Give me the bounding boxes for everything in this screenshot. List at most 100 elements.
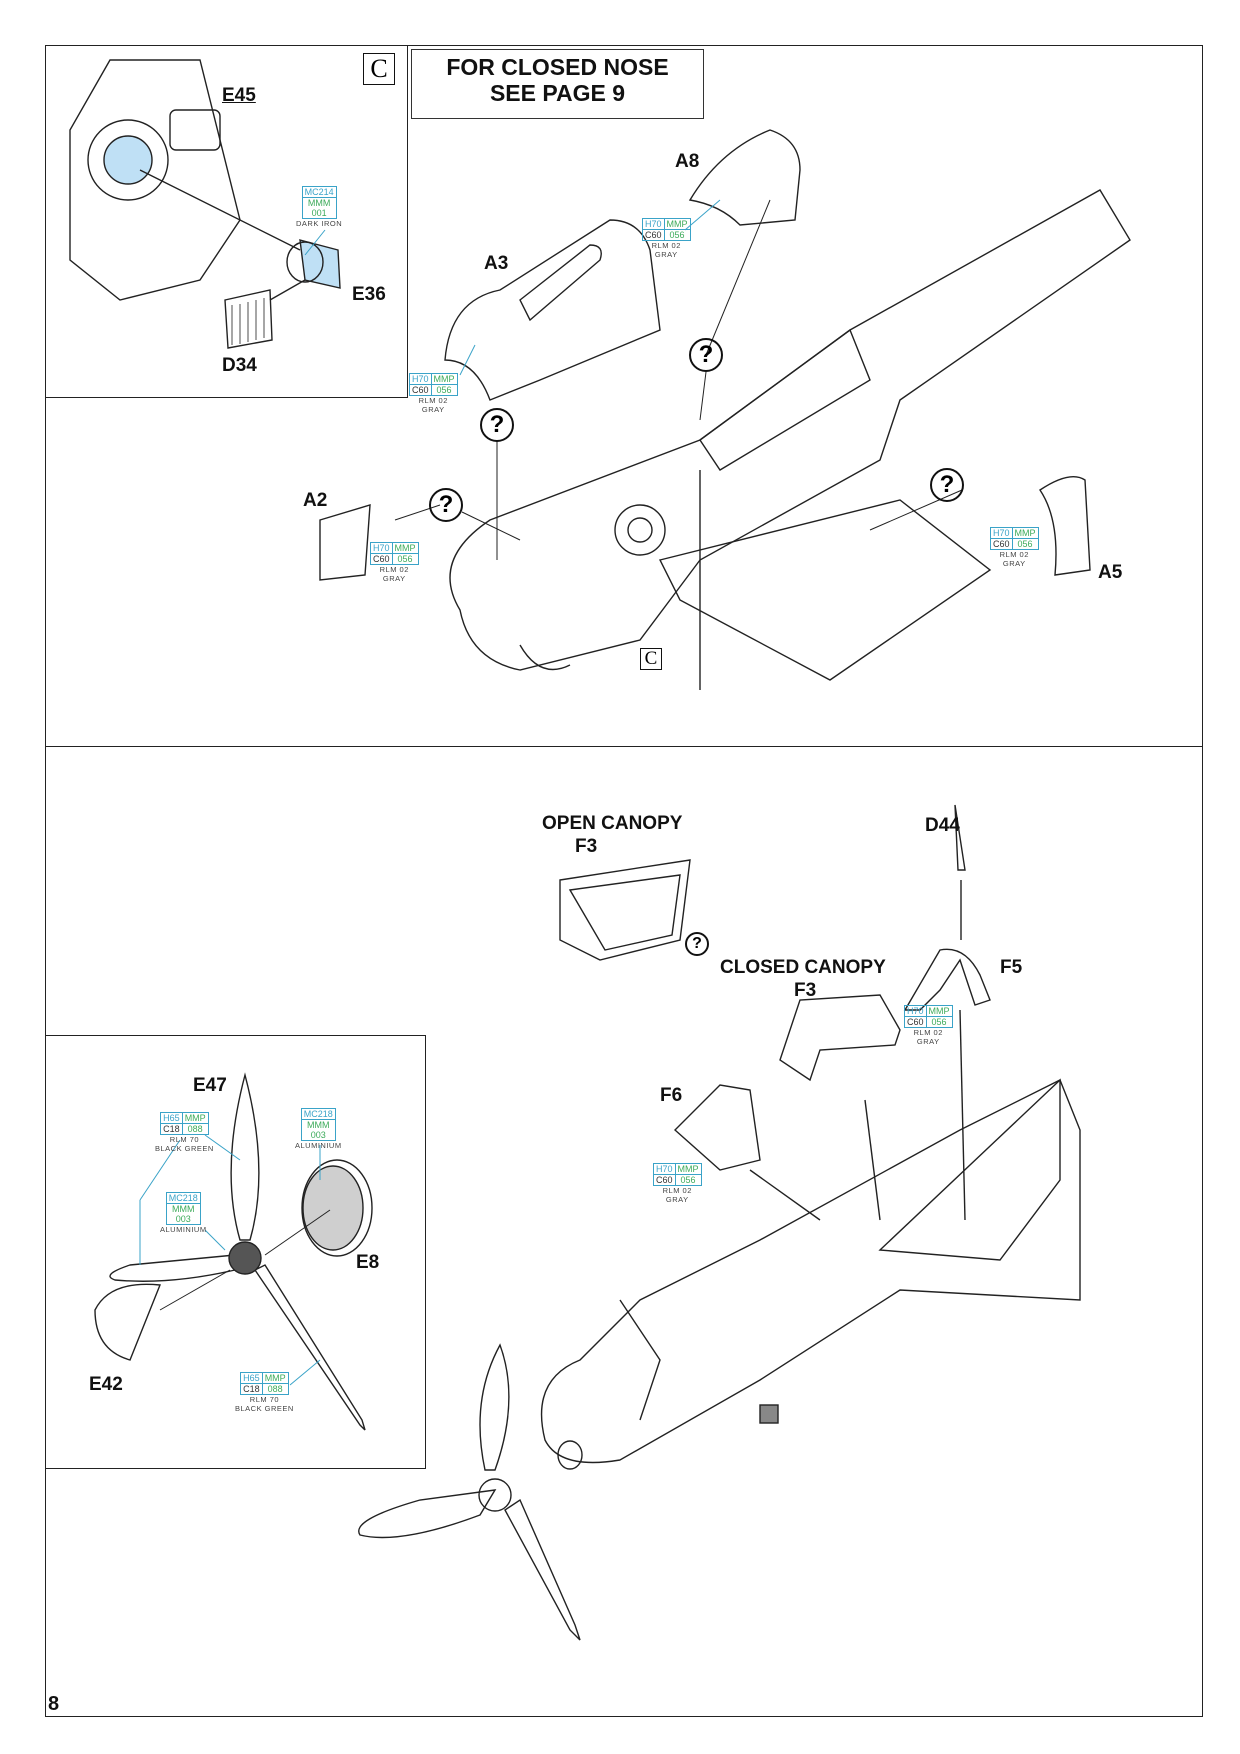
paint-code: H70 — [904, 1005, 927, 1017]
paint-code: C60 — [904, 1016, 927, 1028]
optional-step-icon: ? — [685, 932, 709, 956]
paint-name: ALUMINIUM — [160, 1225, 207, 1234]
paint-code: MMP — [181, 1112, 209, 1124]
paint-name: BLACK GREEN — [155, 1144, 214, 1153]
inset-marker-c: C — [363, 53, 395, 85]
paint-code: C60 — [653, 1174, 676, 1186]
paint-code: MC218 — [300, 1108, 336, 1120]
paint-code: 056 — [663, 229, 691, 241]
paint-code: 056 — [391, 553, 419, 565]
paint-code: MMP — [1011, 527, 1039, 539]
paint-code: MMP — [925, 1005, 953, 1017]
paint-name: GRAY — [1002, 559, 1026, 568]
optional-step-icon: ? — [689, 338, 723, 372]
paint-code: C18 — [160, 1123, 183, 1135]
fuselage-lower — [540, 1078, 1081, 1470]
paint-code: H70 — [990, 527, 1013, 539]
paint-name: GRAY — [654, 250, 678, 259]
paint-code: 056 — [430, 384, 458, 396]
panel-a8 — [688, 129, 801, 226]
optional-step-icon: ? — [930, 468, 964, 502]
code: 003 — [310, 1130, 326, 1140]
part-f5: F5 — [1000, 957, 1023, 978]
note-line-2: SEE PAGE 9 — [489, 80, 626, 106]
paint-name: GRAY — [665, 1195, 689, 1204]
optional-step-icon: ? — [429, 488, 463, 522]
code: 003 — [175, 1214, 191, 1224]
paint-code: 088 — [181, 1123, 209, 1135]
propeller-lower — [358, 1343, 581, 1641]
paint-code: C60 — [370, 553, 393, 565]
paint-code: MMP — [663, 218, 691, 230]
part-f6: F6 — [660, 1085, 683, 1106]
paint-name: RLM 02 — [418, 396, 448, 405]
paint-name: RLM 02 — [662, 1186, 692, 1195]
closed-canopy-heading: CLOSED CANOPY — [720, 957, 886, 978]
fuselage-upper — [449, 189, 1131, 690]
paint-name: GRAY — [421, 405, 445, 414]
paint-name: RLM 70 — [169, 1135, 200, 1144]
paint-name: RLM 02 — [379, 565, 409, 574]
paint-name: ALUMINIUM — [295, 1141, 342, 1150]
part-e47: E47 — [193, 1075, 227, 1096]
code: 001 — [311, 208, 327, 218]
part-e42: E42 — [89, 1374, 123, 1395]
engine-detail-illustration — [69, 59, 341, 349]
paint-code: H70 — [370, 542, 393, 554]
part-e45: E45 — [222, 85, 256, 106]
panel-a5 — [1039, 476, 1091, 576]
note-line-1: FOR CLOSED NOSE — [446, 54, 669, 80]
page-border — [45, 45, 1203, 1717]
paint-code: C60 — [409, 384, 432, 396]
propeller-inset — [94, 1072, 373, 1431]
panel-a2 — [319, 504, 371, 581]
inset-c — [45, 45, 408, 398]
paint-code: H65 — [240, 1372, 263, 1384]
brand: MMM — [172, 1204, 195, 1214]
paint-code: MMP — [674, 1163, 702, 1175]
paint-code: H65 — [160, 1112, 183, 1124]
inset-marker-c-small: C — [640, 648, 662, 670]
paint-name: RLM 02 — [913, 1028, 943, 1037]
paint-code: C18 — [240, 1383, 263, 1395]
canopy-parts — [559, 804, 991, 1221]
paint-code: 056 — [674, 1174, 702, 1186]
part-f3-closed: F3 — [794, 980, 817, 1001]
part-a2: A2 — [303, 490, 328, 511]
paint-name: GRAY — [382, 574, 406, 583]
paint-name: RLM 02 — [651, 241, 681, 250]
paint-code: 056 — [1011, 538, 1039, 550]
paint-name: BLACK GREEN — [235, 1404, 294, 1413]
part-a8: A8 — [675, 151, 700, 172]
paint-code: C60 — [990, 538, 1013, 550]
paint-code: H70 — [409, 373, 432, 385]
panel-a3 — [444, 219, 661, 401]
paint-code: MC218 — [165, 1192, 201, 1204]
paint-code: 088 — [261, 1383, 289, 1395]
paint-code: MMP — [391, 542, 419, 554]
paint-code: H70 — [653, 1163, 676, 1175]
paint-name: DARK IRON — [296, 219, 343, 228]
paint-name: GRAY — [916, 1037, 940, 1046]
part-d34: D34 — [222, 355, 257, 376]
part-e36: E36 — [352, 284, 386, 305]
part-a3: A3 — [484, 253, 509, 274]
paint-name: RLM 02 — [999, 550, 1029, 559]
paint-code: C60 — [642, 229, 665, 241]
paint-code: MMP — [261, 1372, 289, 1384]
brand: MMM — [307, 198, 331, 208]
